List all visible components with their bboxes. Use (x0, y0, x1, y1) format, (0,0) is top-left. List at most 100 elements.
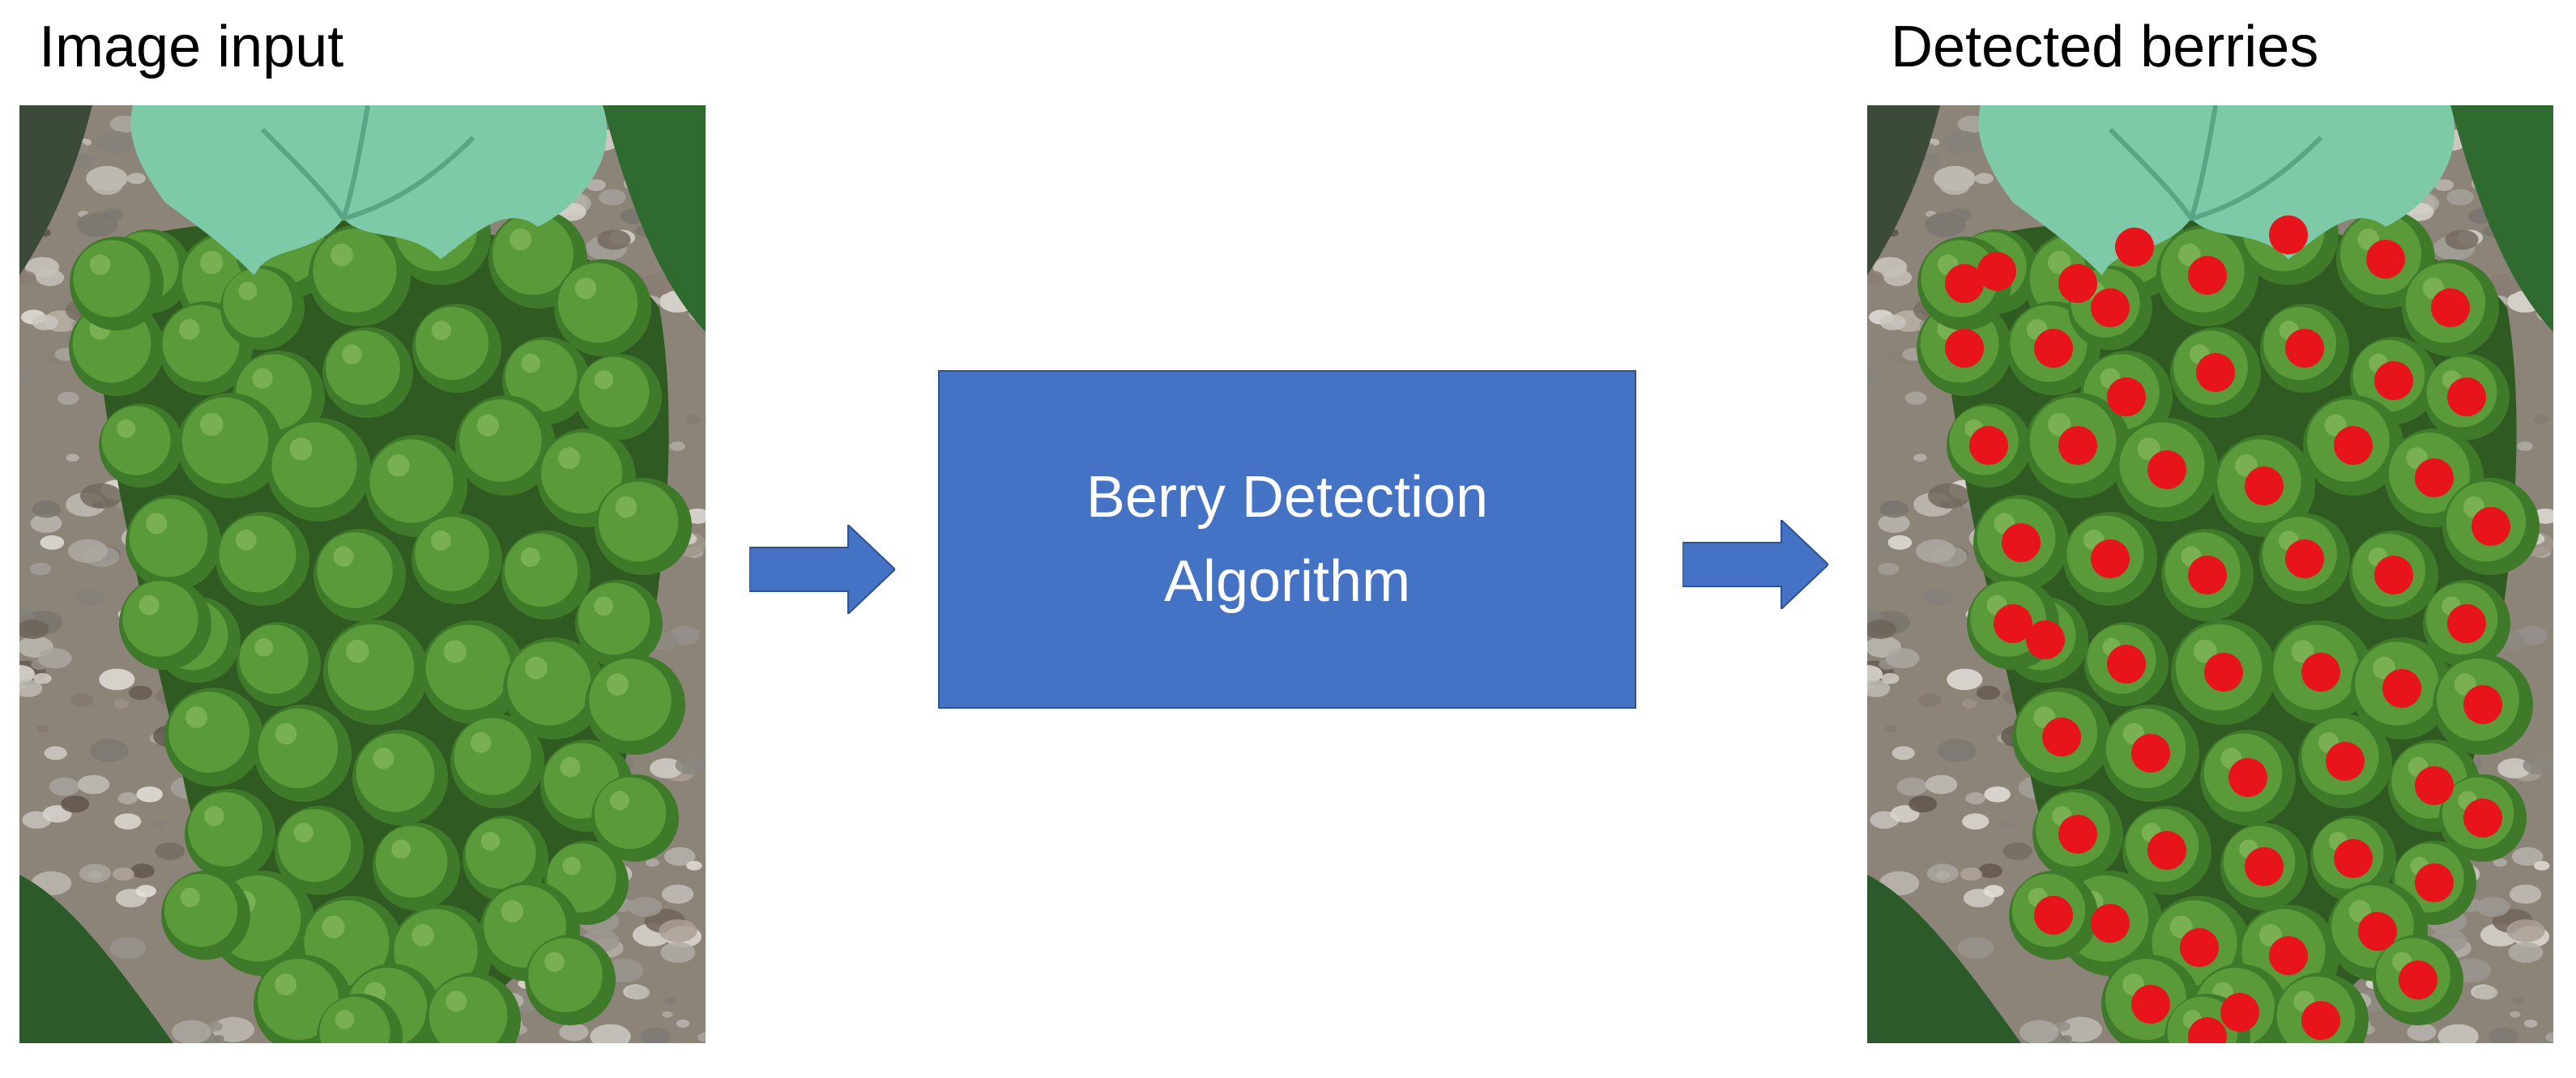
detection-marker (1977, 252, 2016, 291)
berry-highlight (369, 439, 454, 523)
grape-cluster-photo (19, 105, 706, 1043)
berry-shine (480, 832, 501, 851)
berry-shine (2047, 412, 2071, 437)
berry-highlight (188, 792, 262, 867)
berry-shine (391, 839, 411, 859)
berry-highlight (164, 873, 238, 948)
berry-shine (387, 454, 410, 477)
detection-marker (2091, 904, 2130, 943)
output-image (1867, 105, 2553, 1043)
detection-marker (2147, 831, 2186, 870)
berry-shine (275, 974, 297, 996)
berry-shine (89, 254, 111, 275)
detection-marker (2002, 523, 2041, 562)
foliage-bottom-left (19, 875, 173, 1043)
detection-marker (2301, 1001, 2340, 1040)
foliage-top-right (603, 105, 706, 332)
berry-highlight (223, 268, 292, 338)
berry-highlight (313, 228, 397, 313)
detection-marker (2131, 734, 2170, 773)
detection-marker (2472, 507, 2510, 546)
berry-shine (615, 496, 638, 518)
berry-highlight (181, 397, 269, 484)
leaf (130, 105, 608, 275)
shadow-top-left (1867, 105, 1940, 275)
berry-shine (412, 923, 434, 947)
berry-highlight (578, 582, 650, 655)
berry-highlight (277, 808, 352, 883)
detection-marker (2366, 240, 2405, 279)
berry-shine (2047, 250, 2071, 275)
berry-shine (431, 320, 451, 341)
detection-marker (2431, 288, 2470, 327)
detection-marker (2285, 329, 2324, 368)
detection-marker (2220, 993, 2259, 1032)
berry-shine (562, 856, 582, 876)
detection-marker (2415, 458, 2454, 497)
berry-shine (2291, 640, 2314, 663)
berry-shine (510, 228, 532, 251)
detection-marker (2204, 653, 2243, 692)
detection-marker (2091, 539, 2130, 578)
detection-marker (2399, 961, 2437, 999)
berry-highlight (429, 976, 508, 1043)
berry-shine (342, 344, 362, 364)
berry-shine (333, 546, 354, 567)
berry-highlight (594, 777, 667, 850)
output-label: Detected berries (1891, 15, 2319, 79)
berry-shine (560, 756, 581, 778)
berry-shine (610, 790, 629, 811)
berry-shine (470, 732, 492, 753)
berry-highlight (415, 517, 489, 591)
input-image (19, 105, 706, 1043)
berry-highlight (557, 262, 638, 343)
berry-shine (520, 547, 540, 568)
berry-highlight (459, 399, 542, 482)
detection-marker (2131, 985, 2170, 1024)
berry-highlight (465, 818, 536, 889)
grape-cluster-photo-with-detections (1867, 105, 2553, 1043)
detection-marker (2245, 847, 2284, 886)
berry-highlight (578, 356, 650, 428)
detection-marker (2415, 766, 2454, 805)
berry-highlight (122, 581, 198, 657)
berry-shine (606, 673, 629, 696)
berry-highlight (101, 406, 171, 475)
detection-marker (2447, 604, 2486, 643)
berry-highlight (425, 624, 511, 710)
detection-marker (2034, 329, 2073, 368)
detection-marker (2382, 669, 2421, 708)
detection-marker (2058, 264, 2097, 303)
berry-shine (180, 887, 200, 908)
berry-shine (199, 412, 224, 437)
berry-highlight (589, 658, 672, 741)
detection-marker (2188, 256, 2227, 295)
berry-shine (521, 353, 540, 373)
detection-marker (2180, 928, 2219, 967)
berry-shine (275, 722, 297, 745)
detection-marker (2245, 467, 2284, 505)
berry-shine (238, 281, 258, 300)
berry-shine (2137, 437, 2160, 461)
detection-marker (2058, 815, 2097, 854)
berry-shine (293, 822, 313, 843)
berry-shine (544, 952, 565, 972)
berry-highlight (507, 641, 591, 726)
detection-marker (2058, 426, 2097, 465)
detection-marker (1969, 426, 2008, 465)
berry-highlight (598, 481, 679, 562)
berry-highlight (375, 825, 448, 898)
berry-highlight (319, 996, 390, 1043)
berry-shine (199, 250, 224, 275)
detection-marker (2091, 288, 2130, 327)
arrow-shape (748, 522, 897, 616)
detection-marker (2374, 556, 2413, 594)
berries (69, 185, 692, 1043)
berry-shine (501, 900, 523, 922)
berry-shine (289, 437, 313, 461)
algorithm-label-line-1: Berry Detection (1085, 464, 1489, 530)
berry-shine (594, 370, 614, 390)
berry-shine (186, 706, 208, 729)
detection-marker (2447, 377, 2486, 416)
arrow-shape (1682, 518, 1830, 611)
